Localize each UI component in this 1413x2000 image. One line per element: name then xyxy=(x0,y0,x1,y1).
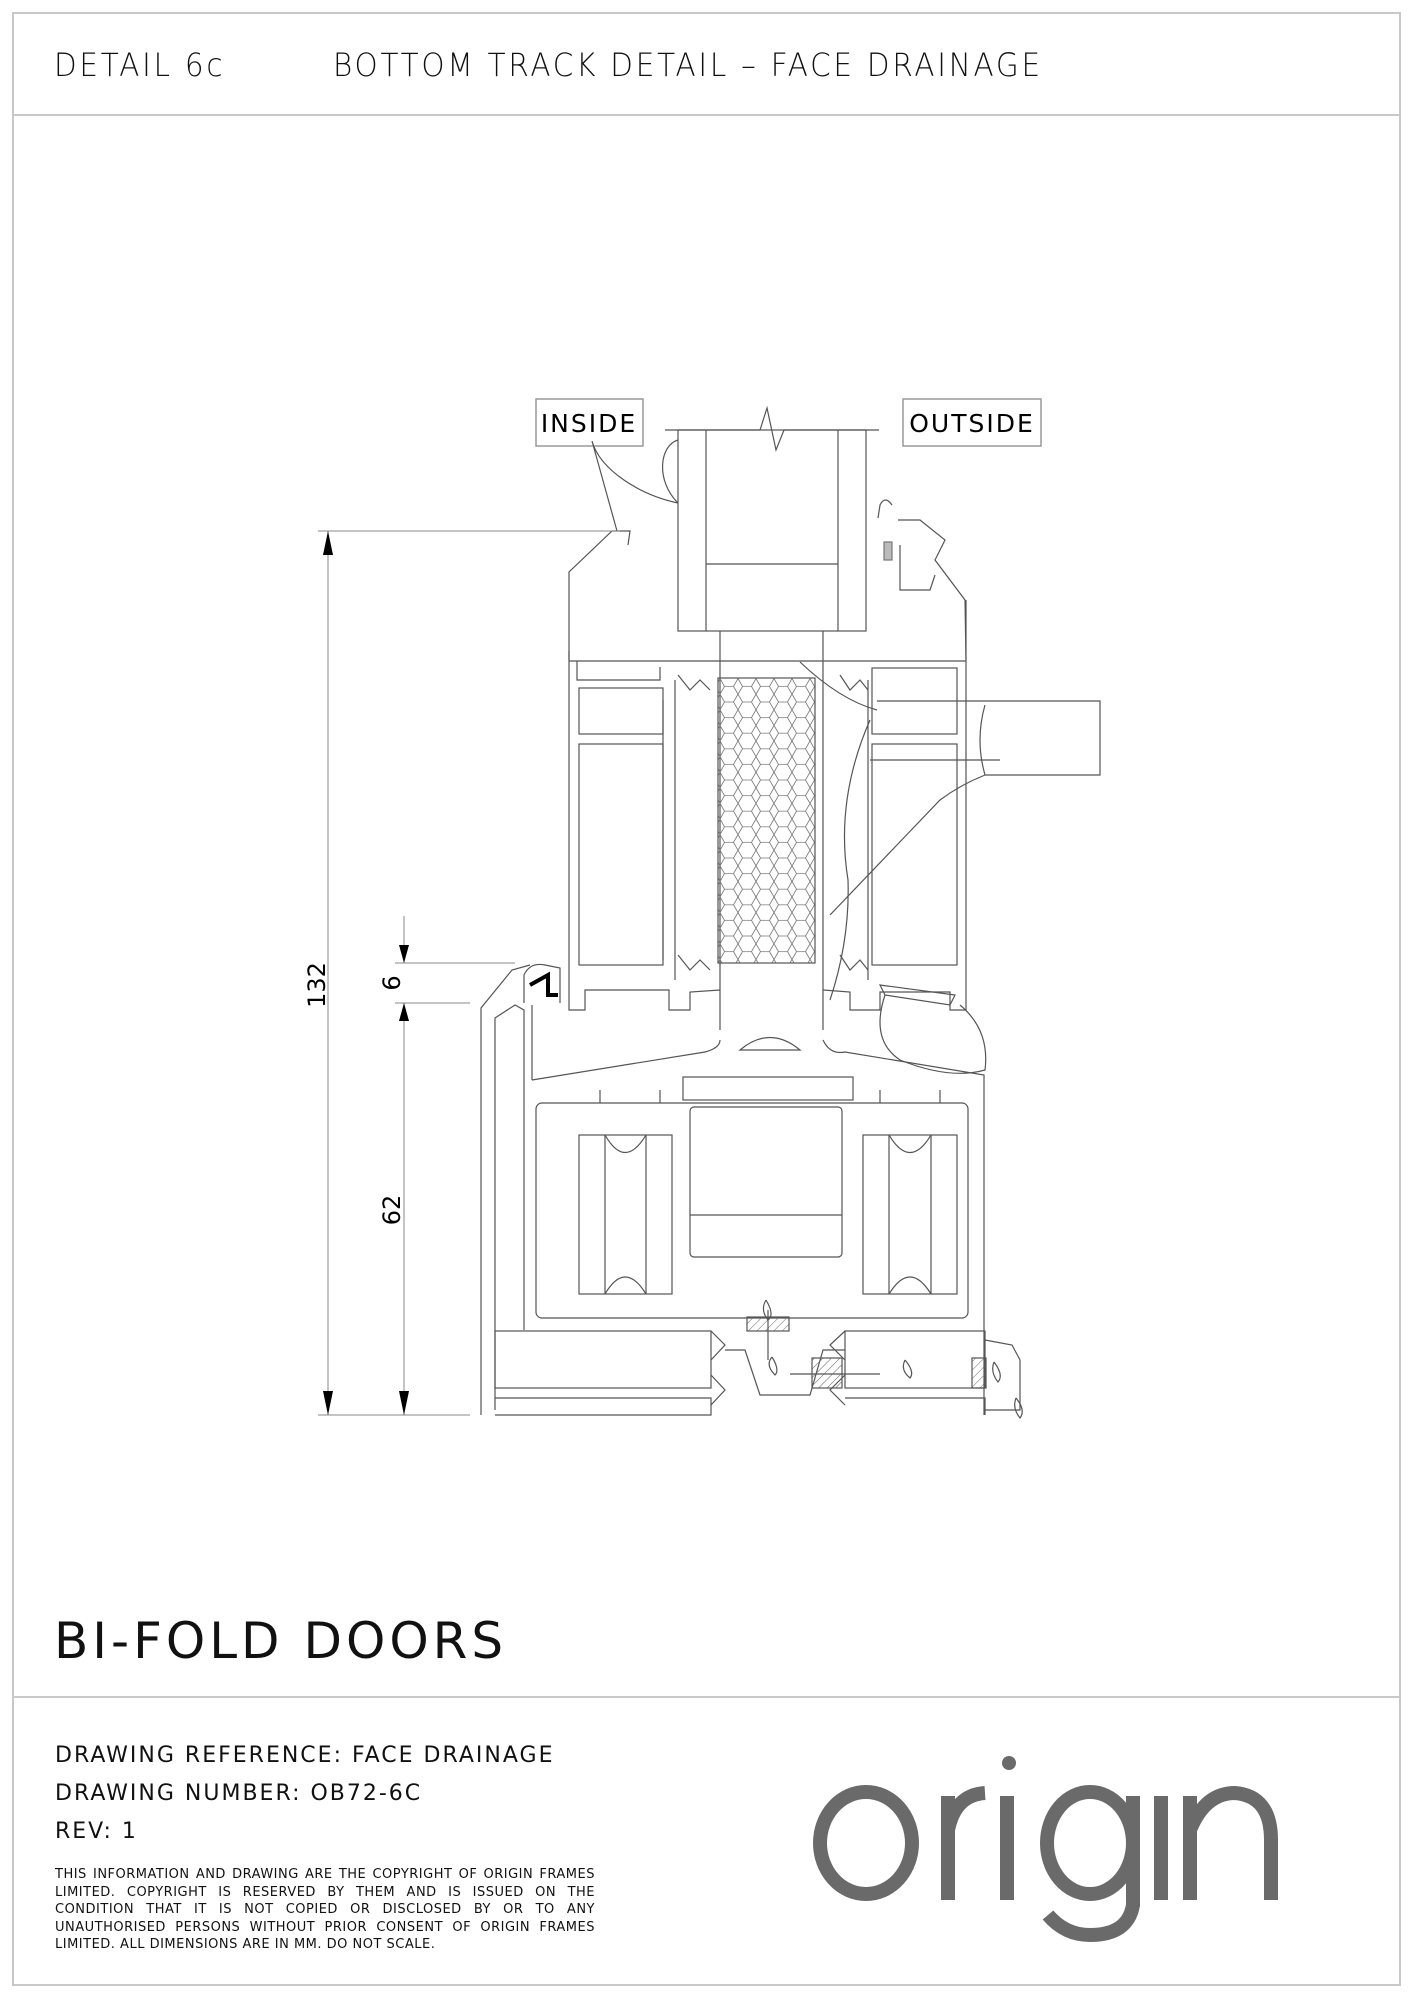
section-drawing xyxy=(480,405,1101,1419)
inside-label-box xyxy=(535,398,644,447)
detail-id: DETAIL 6c xyxy=(54,46,226,84)
bottom-rail xyxy=(494,1299,1023,1419)
glazing-bead xyxy=(568,439,679,660)
wheel-right xyxy=(862,1134,958,1295)
wheel-left xyxy=(578,1134,673,1295)
outside-label-box xyxy=(902,398,1042,447)
dim-overall-label: 132 xyxy=(303,962,331,1008)
copyright-notice: THIS INFORMATION AND DRAWING ARE THE COP… xyxy=(55,1867,595,1952)
handle xyxy=(799,661,1101,1001)
dimensions xyxy=(318,530,620,1416)
drawing-number: DRAWING NUMBER: OB72-6C xyxy=(55,1781,423,1806)
title-block-frame xyxy=(12,12,1401,1986)
dim-track-label: 62 xyxy=(378,1195,406,1226)
outside-label: OUTSIDE xyxy=(909,409,1035,438)
glass-break-line xyxy=(665,405,879,453)
drawing-reference: DRAWING REFERENCE: FACE DRAINAGE xyxy=(55,1743,555,1768)
outside-bead xyxy=(877,499,967,661)
inside-label: INSIDE xyxy=(541,409,637,438)
origin-logo: origin xyxy=(813,1756,1278,1943)
product-title: BI-FOLD DOORS xyxy=(54,1612,508,1670)
revision: REV: 1 xyxy=(55,1819,138,1844)
sash-profile xyxy=(568,600,967,1011)
detail-title: BOTTOM TRACK DETAIL – FACE DRAINAGE xyxy=(333,46,1043,84)
bottom-track xyxy=(480,964,985,1415)
dim-upstand-label: 6 xyxy=(378,975,406,990)
drain-flap xyxy=(878,984,987,1074)
insulation-core xyxy=(717,677,816,964)
weather-seal xyxy=(523,963,561,1003)
dimension-arrows xyxy=(323,531,409,1415)
